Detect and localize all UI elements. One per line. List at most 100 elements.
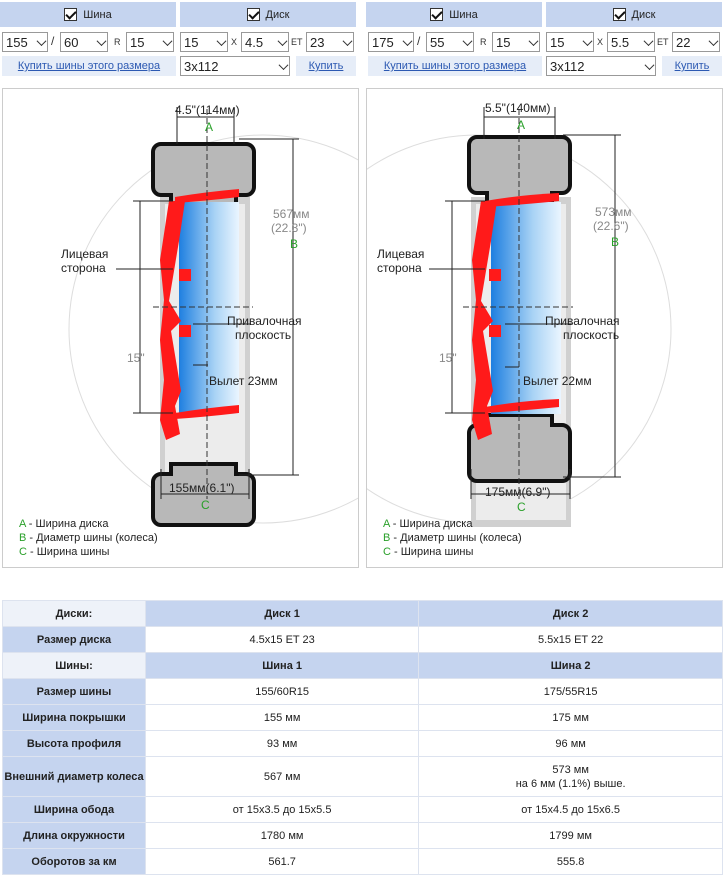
et-separator: ET [657, 37, 669, 47]
tire1-value: 155/60R15 [144, 678, 420, 705]
buy-disk-button[interactable]: Купить [296, 56, 356, 76]
legend-key-c: C [19, 546, 27, 558]
dim-b-mm: 573мм [595, 205, 632, 219]
tire1-value: от 15x3.5 до 15x5.5 [144, 796, 420, 823]
chevron-down-icon [35, 33, 47, 51]
hub-bolt-top [489, 269, 501, 281]
wheel-cross-section [367, 107, 672, 527]
tire-checkbox[interactable] [430, 8, 444, 21]
rim-barrel [491, 202, 561, 414]
mount-plane-label-1: Привалочная [227, 314, 302, 328]
chevron-down-icon [215, 33, 227, 51]
disk-toggle[interactable]: Диск [546, 2, 722, 27]
legend-item-a: - Ширина диска [25, 518, 109, 530]
wheel-cross-section [68, 107, 358, 527]
row-label: Размер диска [2, 626, 146, 653]
rim-flange-top [485, 193, 559, 207]
tire-checkbox[interactable] [64, 8, 78, 21]
disk-checkbox[interactable] [246, 8, 260, 21]
tire2-value: от 15x4.5 до 15x6.5 [418, 796, 723, 823]
rim-barrel [179, 202, 239, 414]
comparison-table: Диски: Диск 1 Диск 2 Размер диска 4.5x15… [2, 600, 723, 875]
face-side-label-2: сторона [377, 261, 422, 275]
tire-radius-select[interactable]: 15 [492, 32, 540, 52]
slash-separator: / [417, 34, 421, 48]
tire-toggle[interactable]: Шина [0, 2, 176, 27]
table-row: Ширина обода от 15x3.5 до 15x5.5 от 15x4… [2, 796, 723, 823]
legend-item-a: - Ширина диска [389, 518, 473, 530]
dim-b-letter: B [290, 237, 299, 251]
et-separator: ET [291, 37, 303, 47]
disk-toggle[interactable]: Диск [180, 2, 356, 27]
disk-et-select[interactable]: 23 [306, 32, 354, 52]
tire-profile-select[interactable]: 55 [426, 32, 474, 52]
table-row: Размер шины 155/60R15 175/55R15 [2, 678, 723, 705]
diagram-legend: A - Ширина диска B - Диаметр шины (колес… [19, 517, 158, 559]
chevron-down-icon [401, 33, 413, 51]
buy-disk-button[interactable]: Купить [662, 56, 722, 76]
tire-width-select[interactable]: 175 [368, 32, 414, 52]
chevron-down-icon [707, 33, 719, 51]
dim-b-letter: B [611, 235, 620, 249]
dim-a-letter: A [205, 120, 214, 134]
face-side-label-1: Лицевая [377, 247, 425, 261]
disk-checkbox[interactable] [612, 8, 626, 21]
tire2-value: 175 мм [418, 704, 723, 731]
disk-width-select[interactable]: 4.5 [241, 32, 289, 52]
tire1-value: 93 мм [144, 730, 420, 757]
chevron-down-icon [276, 33, 288, 51]
offset-label: Вылет 23мм [209, 374, 278, 388]
offset-label: Вылет 22мм [523, 374, 592, 388]
pcd-select[interactable]: 3x112 [180, 56, 290, 76]
tire1-value: 155 мм [144, 704, 420, 731]
legend-key-a: A [19, 518, 26, 530]
hub-bolt-bottom [179, 325, 191, 337]
chevron-down-icon [161, 33, 173, 51]
tire1-value: 567 мм [144, 756, 420, 797]
dim-b-mm: 567мм [273, 207, 310, 221]
mount-plane-label-1: Привалочная [545, 314, 620, 328]
mount-plane-label-2: плоскость [235, 328, 292, 342]
disks-header: Диски: [2, 600, 146, 627]
mount-plane-label-2: плоскость [563, 328, 620, 342]
dim-c-letter: C [517, 500, 526, 514]
disk-checkbox-label: Диск [631, 8, 656, 21]
dim-c-value: 175мм(6.9") [485, 485, 551, 499]
table-row: Оборотов за км 561.7 555.8 [2, 848, 723, 875]
legend-item-c: - Ширина шины [390, 546, 474, 558]
chevron-down-icon [643, 57, 655, 75]
disk1-size: 4.5x15 ET 23 [144, 626, 420, 653]
disk-width-select[interactable]: 5.5 [607, 32, 655, 52]
disk-diameter-select[interactable]: 15 [546, 32, 594, 52]
tire2-value: 96 мм [418, 730, 723, 757]
rim-face-left [472, 201, 497, 440]
disk-diameter-select[interactable]: 15 [180, 32, 228, 52]
chevron-down-icon [95, 33, 107, 51]
tire-profile-select[interactable]: 60 [60, 32, 108, 52]
tire-width-select[interactable]: 155 [2, 32, 48, 52]
table-row: Ширина покрышки 155 мм 175 мм [2, 704, 723, 731]
table-row: Длина окружности 1780 мм 1799 мм [2, 822, 723, 849]
wheel-diagram: 5.5"(140мм) A 573мм (22.6") B Лицевая ст… [366, 88, 723, 568]
tire-toggle[interactable]: Шина [366, 2, 542, 27]
dim-a-value: 5.5"(140мм) [485, 101, 551, 115]
disk-et-select[interactable]: 22 [672, 32, 720, 52]
row-label: Внешний диаметр колеса [2, 756, 146, 797]
row-label: Ширина покрышки [2, 704, 146, 731]
hub-bolt-bottom [489, 325, 501, 337]
tire2-value: 175/55R15 [418, 678, 723, 705]
chevron-down-icon [341, 33, 353, 51]
pcd-select[interactable]: 3x112 [546, 56, 656, 76]
dim-c-value: 155мм(6.1") [169, 481, 235, 495]
rim-diameter-label: 15" [439, 351, 457, 365]
diagram-legend: A - Ширина диска B - Диаметр шины (колес… [383, 517, 522, 559]
disk1-header: Диск 1 [144, 600, 420, 627]
wheel-outline-circle [68, 134, 358, 524]
tire-radius-select[interactable]: 15 [126, 32, 174, 52]
disk2-header: Диск 2 [418, 600, 723, 627]
disk2-size: 5.5x15 ET 22 [418, 626, 723, 653]
dim-b-in: (22.6") [593, 219, 629, 233]
legend-key-c: C [383, 546, 391, 558]
buy-tires-link[interactable]: Купить шины этого размера [368, 56, 542, 76]
buy-tires-link[interactable]: Купить шины этого размера [2, 56, 176, 76]
